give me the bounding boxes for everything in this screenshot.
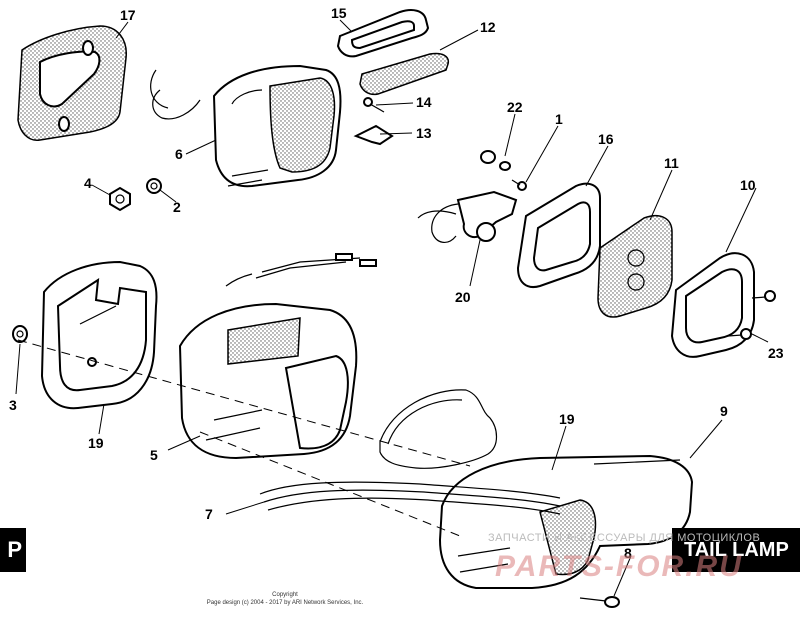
alignment-line <box>17 339 471 467</box>
callout-8: 8 <box>624 545 632 561</box>
callout-1: 1 <box>555 111 563 127</box>
part-4-nut <box>109 186 131 212</box>
part-23-screws <box>727 290 776 340</box>
part-19-gasket <box>379 389 498 469</box>
part-14-screw <box>363 97 385 113</box>
callout-3: 3 <box>9 397 17 413</box>
part-1-screw <box>511 179 527 191</box>
part-15-lens-gasket <box>336 9 430 58</box>
part-22-grommet <box>480 150 511 171</box>
alignment-line <box>199 431 461 537</box>
part-5-lamp-housing <box>178 253 377 460</box>
footer-line-2: Page design (c) 2004 - 2017 by ARI Netwo… <box>206 600 364 606</box>
footer-copyright: Copyright Page design (c) 2004 - 2017 by… <box>185 591 385 607</box>
footer-line-1: Copyright <box>272 592 298 598</box>
part-18-mounting-bracket <box>40 260 158 410</box>
section-tab-tail-lamp: TAIL LAMP <box>672 528 800 572</box>
callout-10: 10 <box>740 177 756 193</box>
callout-7: 7 <box>205 506 213 522</box>
callout-9: 9 <box>720 403 728 419</box>
callout-12: 12 <box>480 19 496 35</box>
callout-2: 2 <box>173 199 181 215</box>
part-7-gasket-strip <box>259 481 561 515</box>
leader-lines <box>15 19 769 597</box>
part-3-nut <box>12 325 28 343</box>
part-11-lens <box>597 214 673 318</box>
callout-16: 16 <box>598 131 614 147</box>
part-16-lens-gasket <box>516 182 601 288</box>
callout-6: 6 <box>175 146 183 162</box>
callout-23: 23 <box>768 345 784 361</box>
part-8-screw <box>579 596 620 608</box>
part-20-socket <box>417 190 518 243</box>
watermark-brand: PARTS-FOR.RU <box>495 550 743 583</box>
callout-14: 14 <box>416 94 432 110</box>
part-9-lamp-assembly <box>438 454 694 589</box>
callout-17: 17 <box>120 7 136 23</box>
part-12-lens <box>359 52 450 96</box>
part-10-bezel <box>670 252 755 358</box>
section-tab-left: P <box>0 528 26 572</box>
part-13-bracket <box>353 124 394 146</box>
callout-13: 13 <box>416 125 432 141</box>
part-6-lamp-housing <box>150 64 342 188</box>
watermark-text: ЗАПЧАСТИ И АКСЕССУАРЫ ДЛЯ МОТОЦИКЛОВ <box>488 532 761 544</box>
callout-11: 11 <box>664 155 679 171</box>
callout-19-bracket: 19 <box>88 435 104 451</box>
callout-20: 20 <box>455 289 471 305</box>
callout-15: 15 <box>331 5 347 21</box>
part-17-gasket <box>17 25 127 141</box>
callout-19-gasket: 19 <box>559 411 575 427</box>
callout-labels: 17 15 12 14 13 6 4 2 22 1 16 11 10 20 23… <box>9 5 784 561</box>
callout-22: 22 <box>507 99 523 115</box>
callout-4: 4 <box>84 175 92 191</box>
callout-5: 5 <box>150 447 158 463</box>
part-2-washer <box>146 178 162 194</box>
